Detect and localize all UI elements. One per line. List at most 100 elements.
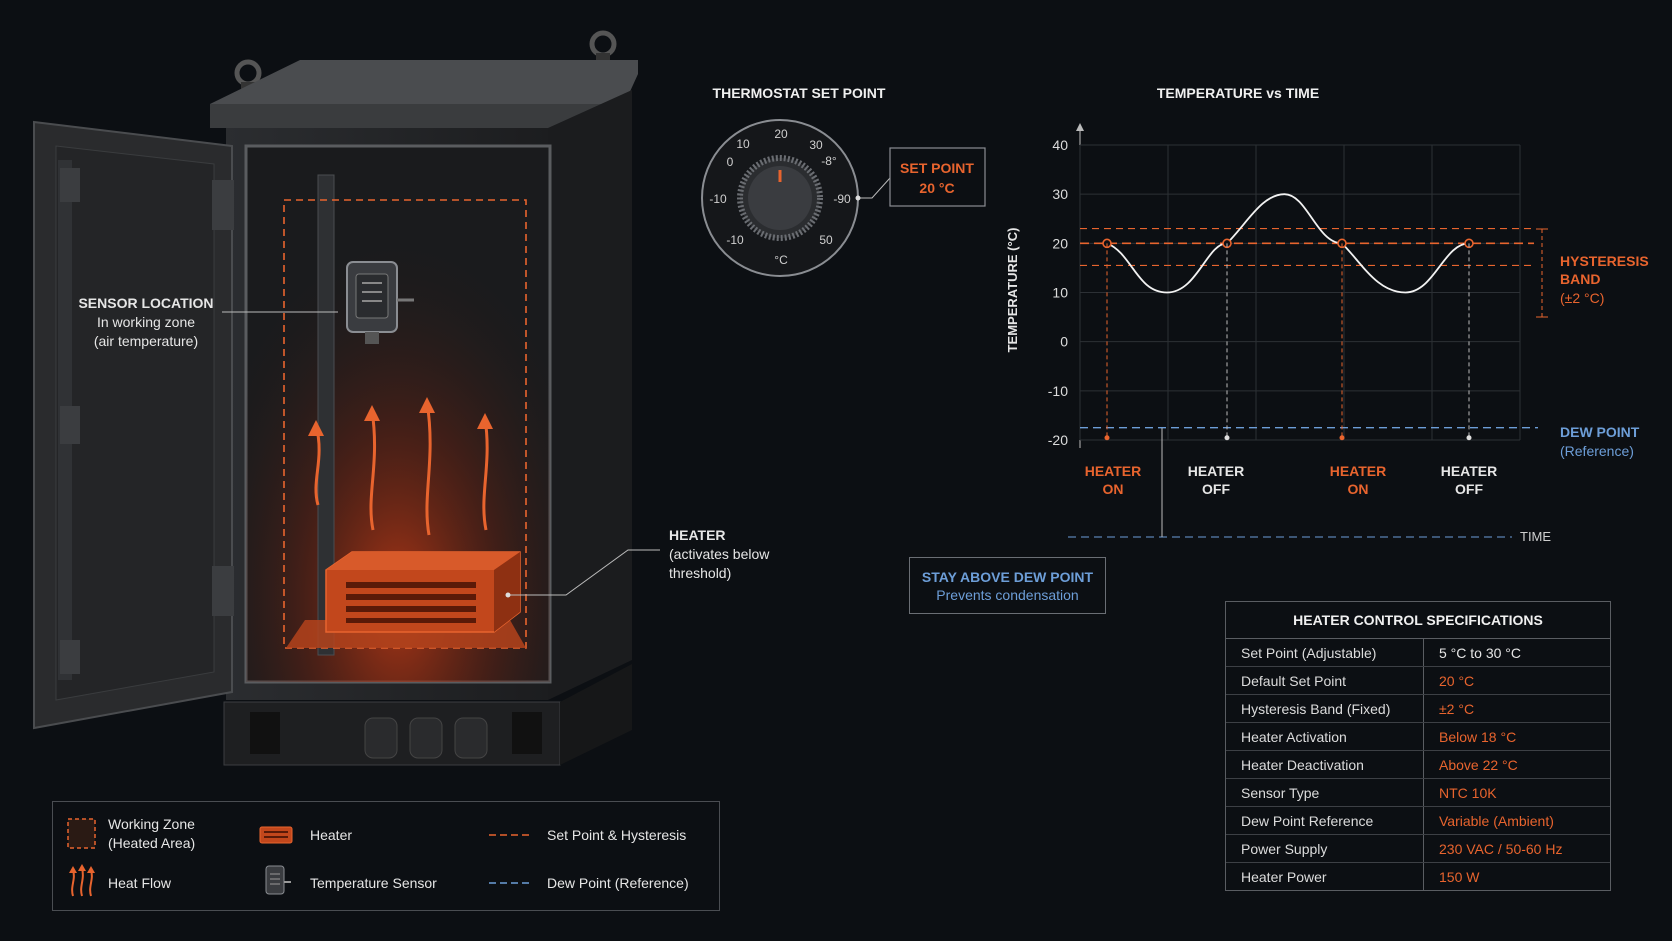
dial-label-neg10: -10 <box>709 192 727 206</box>
y-tick-label: 10 <box>1052 285 1068 301</box>
event-label-line1: HEATER <box>1330 463 1387 479</box>
hysteresis-bracket <box>1536 228 1548 318</box>
spec-value: 20 °C <box>1423 666 1610 695</box>
spec-table: HEATER CONTROL SPECIFICATIONS Set Point … <box>1225 601 1611 891</box>
chart-events: HEATER ON HEATER OFF HEATER ON HEATER OFF <box>1085 243 1498 497</box>
event-label-line2: ON <box>1103 481 1124 497</box>
dial-label-8: -8° <box>821 154 837 168</box>
dial-label-neg10-bottom: -10 <box>726 233 744 247</box>
spec-value: NTC 10K <box>1423 778 1610 807</box>
event-label-line2: OFF <box>1455 481 1483 497</box>
temperature-sensor <box>346 261 414 344</box>
temperature-sensor-icon <box>265 865 291 895</box>
y-tick-label: -20 <box>1048 432 1068 448</box>
spec-value: Above 22 °C <box>1423 750 1610 779</box>
dial-label-10: 10 <box>736 137 750 151</box>
dial-label-30: 30 <box>809 138 823 152</box>
chart-grid <box>1076 123 1521 448</box>
legend-heat-flow: Heat Flow <box>108 875 172 891</box>
legend-working-zone-sub: (Heated Area) <box>108 835 196 851</box>
event-label-line1: HEATER <box>1441 463 1498 479</box>
spec-key: Default Set Point <box>1226 666 1424 695</box>
spec-key: Heater Activation <box>1226 722 1424 751</box>
heater-leader-line <box>508 549 660 596</box>
dial-label-90: -90 <box>833 192 851 206</box>
legend: Working Zone (Heated Area) Heater Set Po… <box>52 801 720 911</box>
heater-unit <box>325 551 521 633</box>
set-point-value: 20 °C <box>919 180 954 196</box>
event-marker <box>1466 435 1472 441</box>
legend-working-zone: Working Zone <box>108 816 195 832</box>
legend-dew-point: Dew Point (Reference) <box>547 875 689 891</box>
spec-value: Variable (Ambient) <box>1423 806 1610 835</box>
spec-key: Hysteresis Band (Fixed) <box>1226 694 1424 723</box>
event-label-line1: HEATER <box>1188 463 1245 479</box>
event-marker <box>1104 435 1110 441</box>
spec-value: ±2 °C <box>1423 694 1610 723</box>
heat-flow-icon <box>69 864 95 897</box>
spec-key: Heater Deactivation <box>1226 750 1424 779</box>
working-zone-icon <box>67 818 96 849</box>
event-marker <box>1224 435 1230 441</box>
spec-value: 150 W <box>1439 868 1480 885</box>
y-tick-label: 40 <box>1052 137 1068 153</box>
y-tick-label: 30 <box>1052 186 1068 202</box>
temperature-curve <box>1106 193 1470 294</box>
y-tick-label: -10 <box>1048 383 1068 399</box>
spec-row: Hysteresis Band (Fixed)±2 °C <box>1226 694 1610 723</box>
time-axis-label: TIME <box>1520 529 1551 544</box>
event-label-line2: ON <box>1348 481 1369 497</box>
legend-temp-sensor: Temperature Sensor <box>310 875 437 891</box>
dial-label-20: 20 <box>774 127 788 141</box>
spec-table-title: HEATER CONTROL SPECIFICATIONS <box>1226 602 1610 639</box>
chart-y-label: TEMPERATURE (°C) <box>1005 228 1020 353</box>
event-label-line1: HEATER <box>1085 463 1142 479</box>
spec-key: Set Point (Adjustable) <box>1226 639 1424 667</box>
y-tick-label: 0 <box>1060 334 1068 350</box>
spec-value: 5 °C to 30 °C <box>1423 639 1610 667</box>
heater-icon <box>259 826 293 844</box>
event-marker <box>1339 435 1345 441</box>
dial-label-0: 0 <box>727 155 734 169</box>
dew-point-label-1: DEW POINT <box>1560 424 1640 440</box>
spec-key: Heater Power <box>1226 862 1424 890</box>
dial-label-50: 50 <box>819 233 833 247</box>
set-point-title: SET POINT <box>900 160 974 176</box>
dew-callout-title: STAY ABOVE DEW POINT <box>921 569 1094 585</box>
cabinet-side <box>548 90 632 700</box>
dew-point-callout: STAY ABOVE DEW POINT Prevents condensati… <box>909 557 1106 614</box>
event-label-line2: OFF <box>1202 481 1230 497</box>
hysteresis-label-3: (±2 °C) <box>1560 290 1604 306</box>
spec-key: Sensor Type <box>1226 778 1424 807</box>
chart-y-ticks: 40 30 20 10 0 -10 -20 <box>1048 137 1068 448</box>
spec-value: 230 VAC / 50-60 Hz <box>1423 834 1610 863</box>
thermostat-title: THERMOSTAT SET POINT <box>713 85 886 101</box>
thermostat-dial[interactable] <box>701 119 859 277</box>
y-tick-label: 20 <box>1052 235 1068 251</box>
hysteresis-label-2: BAND <box>1560 271 1600 287</box>
set-point-line-icon <box>489 834 533 836</box>
legend-heater: Heater <box>310 827 353 843</box>
dial-unit: °C <box>774 253 788 267</box>
hysteresis-label-1: HYSTERESIS <box>1560 253 1649 269</box>
spec-key: Power Supply <box>1226 834 1424 863</box>
chart-reference-lines <box>1080 227 1538 429</box>
set-point-box <box>889 147 986 207</box>
spec-row: Heater Power 150 W <box>1226 862 1610 890</box>
y-axis-arrow-icon <box>1076 123 1084 131</box>
chart-title: TEMPERATURE vs TIME <box>1157 85 1319 101</box>
spec-row: Set Point (Adjustable)5 °C to 30 °C <box>1226 639 1610 667</box>
dew-point-line-icon <box>489 882 533 884</box>
dew-callout-subtitle: Prevents condensation <box>936 587 1079 603</box>
spec-value: Below 18 °C <box>1423 722 1610 751</box>
